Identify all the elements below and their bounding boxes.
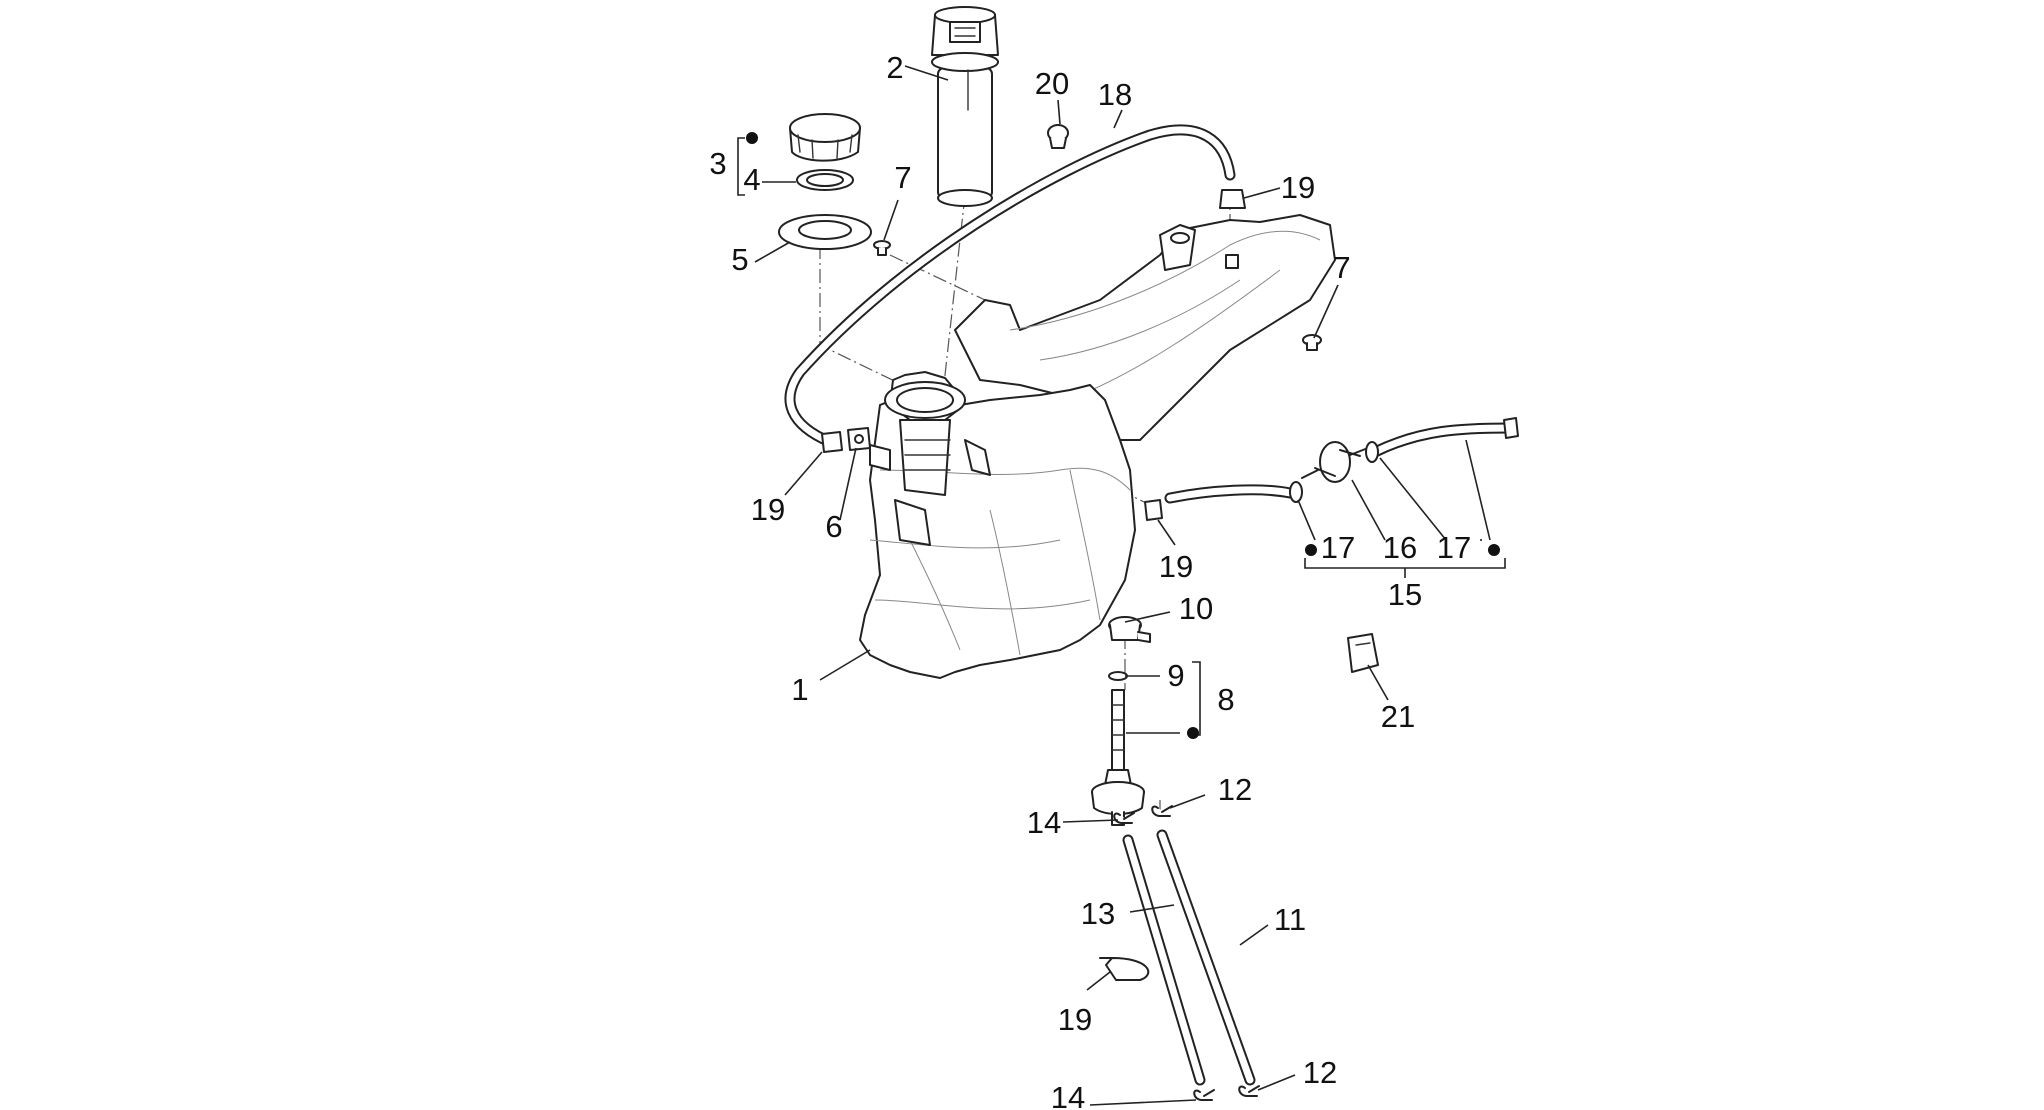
callout-7b: 7 — [1333, 250, 1350, 285]
hose-fitting-tank — [1225, 254, 1239, 269]
vapor-hose-assembly — [1164, 417, 1519, 504]
fuel-level-sender — [931, 6, 999, 207]
dot-15-left — [1305, 544, 1317, 556]
callout-19d: 19 — [1058, 1002, 1092, 1037]
hose-clamp-small-2 — [1365, 441, 1379, 463]
hose-fitting-left — [821, 431, 843, 453]
callout-6: 6 — [825, 509, 842, 544]
fuel-tap — [1091, 689, 1145, 826]
callout-5: 5 — [731, 242, 748, 277]
callout-13: 13 — [1081, 896, 1115, 931]
hose-bracket-clamp — [1099, 957, 1150, 981]
callout-12b: 12 — [1303, 1055, 1337, 1090]
callout-9: 9 — [1167, 658, 1184, 693]
breather-hose — [784, 124, 1236, 448]
bracket-8 — [1192, 661, 1201, 736]
callout-3: 3 — [709, 146, 726, 181]
callout-17a: 17 — [1321, 530, 1355, 565]
hose-clip — [847, 427, 871, 451]
callout-14b: 14 — [1051, 1080, 1085, 1110]
bracket-3 — [737, 137, 745, 196]
fuel-pipe-13 — [1122, 834, 1206, 1086]
callout-14a: 14 — [1027, 805, 1061, 840]
hose-fitting-top — [1219, 189, 1246, 209]
dot-3 — [746, 132, 758, 144]
callout-11: 11 — [1274, 902, 1306, 937]
callout-16: 16 — [1383, 530, 1417, 565]
callout-4: 4 — [743, 162, 760, 197]
callout-7a: 7 — [894, 160, 911, 195]
cable-clip — [1347, 633, 1379, 673]
pipe-clip-12-bottom — [1238, 1085, 1260, 1097]
callout-17b: 17 — [1437, 530, 1471, 565]
hose-fitting-right — [1144, 499, 1163, 521]
callout-19c: 19 — [1159, 549, 1193, 584]
fuel-cap — [789, 113, 861, 162]
fuel-tank — [859, 214, 1336, 679]
pipe-clip-14-bottom — [1193, 1089, 1215, 1101]
callout-21: 21 — [1381, 699, 1415, 734]
pipe-clip-14-top — [1113, 812, 1135, 824]
screw-rear — [1302, 334, 1322, 351]
callout-19a: 19 — [1281, 170, 1315, 205]
leader-lines — [754, 65, 1491, 1106]
screw-front — [873, 240, 891, 256]
callout-12a: 12 — [1218, 772, 1252, 807]
callout-19b: 19 — [751, 492, 785, 527]
dot-15-right — [1488, 544, 1500, 556]
dot-8 — [1187, 727, 1199, 739]
hose-clamp-small-1 — [1289, 481, 1303, 503]
hose-clamp-top — [1047, 124, 1069, 149]
pipe-clip-12-top — [1151, 805, 1173, 817]
callout-1: 1 — [791, 672, 808, 707]
callout-labels: 1 2 3 4 5 6 7 7 8 9 10 11 12 12 13 14 14… — [709, 50, 1471, 1110]
callout-15: 15 — [1388, 577, 1422, 612]
group-brackets — [737, 132, 1506, 739]
callout-2: 2 — [886, 50, 903, 85]
callout-10: 10 — [1179, 591, 1213, 626]
tap-o-ring — [1108, 671, 1128, 681]
callout-8: 8 — [1217, 682, 1234, 717]
filler-ring — [778, 214, 872, 250]
vapor-filter — [1301, 441, 1369, 483]
callout-20: 20 — [1035, 66, 1069, 101]
callout-18: 18 — [1098, 77, 1132, 112]
fuel-pipe-11 — [1156, 829, 1256, 1086]
cap-gasket — [796, 169, 854, 191]
